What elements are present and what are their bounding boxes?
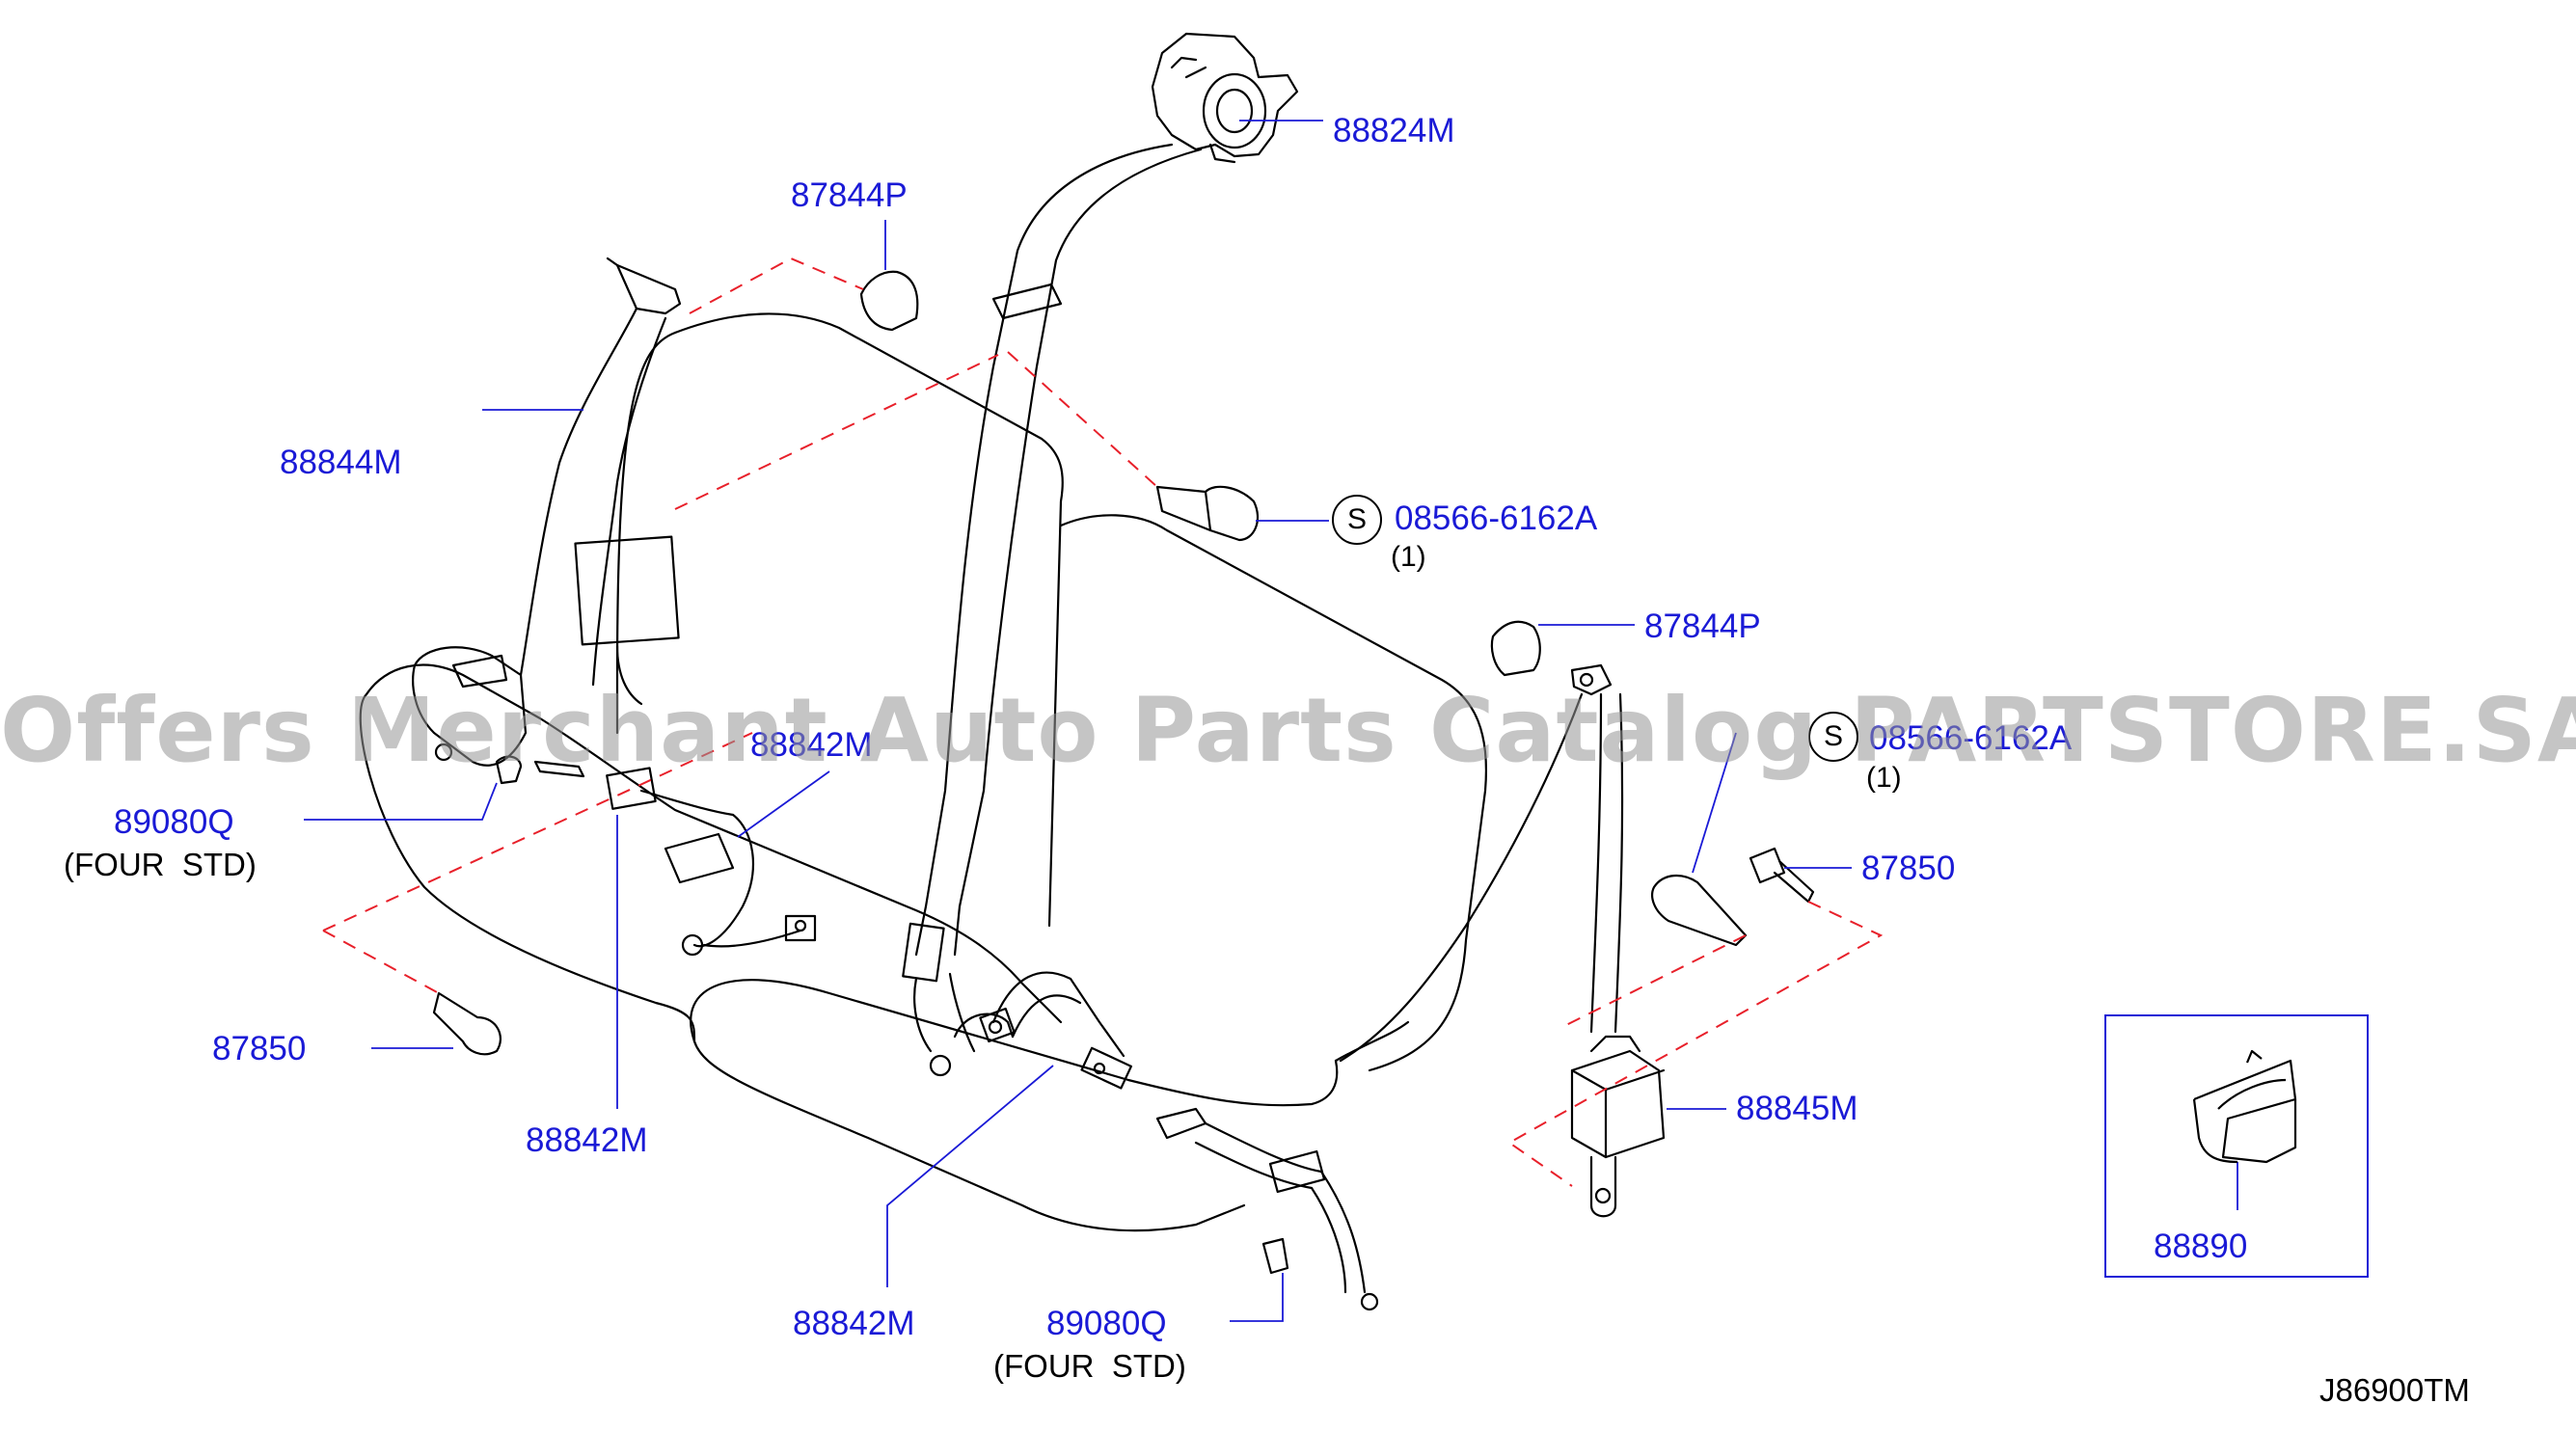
label-88890[interactable]: 88890	[2154, 1228, 2248, 1265]
leader-88842m-center	[737, 770, 830, 838]
rear-seat-drawing	[359, 312, 1487, 1232]
label-88824m[interactable]: 88824M	[1333, 112, 1455, 149]
small-parts	[432, 270, 1815, 1056]
label-87844p-top[interactable]: 87844P	[791, 176, 908, 214]
center-shoulder-belt	[902, 32, 1299, 1077]
label-87844p-right[interactable]: 87844P	[1644, 608, 1761, 645]
label-88842m-left[interactable]: 88842M	[526, 1121, 648, 1159]
label-88845m[interactable]: 88845M	[1736, 1090, 1858, 1127]
label-87850-right[interactable]: 87850	[1861, 850, 1956, 887]
label-89080q-left[interactable]: 89080Q	[114, 803, 234, 841]
label-88844m[interactable]: 88844M	[280, 444, 402, 481]
s-symbol-right: S	[1808, 712, 1858, 762]
label-87850-left[interactable]: 87850	[212, 1030, 307, 1067]
s-symbol-top: S	[1332, 495, 1382, 545]
label-89080q-bottom[interactable]: 89080Q	[1046, 1305, 1167, 1342]
qty-08566-right: (1)	[1866, 762, 1902, 794]
leader-88842m-bottom	[886, 1065, 1054, 1287]
diagram-code: J86900TM	[2319, 1372, 2470, 1408]
leader-08566-right	[1692, 732, 1737, 874]
note-four-std-bottom: (FOUR STD)	[993, 1348, 1186, 1384]
label-08566-6162a-top[interactable]: 08566-6162A	[1395, 500, 1598, 537]
note-four-std-left: (FOUR STD)	[64, 847, 257, 882]
left-buckle-assembly	[606, 767, 817, 957]
qty-08566-top: (1)	[1391, 541, 1426, 573]
label-88842m-bottom[interactable]: 88842M	[793, 1305, 915, 1342]
bottom-buckle-assembly	[991, 971, 1379, 1311]
leader-89080q-left	[304, 782, 498, 821]
label-08566-6162a-right[interactable]: 08566-6162A	[1869, 719, 2073, 757]
dashed-phantom-lines	[322, 256, 1884, 1187]
left-shoulder-belt	[412, 256, 682, 778]
label-88842m-center[interactable]: 88842M	[750, 726, 873, 764]
inset-box-88890	[2104, 1014, 2369, 1278]
leader-lines	[304, 120, 2238, 1322]
leader-89080q-bottom	[1230, 1273, 1284, 1322]
watermark: Offers Merchant Auto Parts Catalog PARTS…	[0, 679, 2576, 782]
right-belt-and-retractor	[1339, 663, 1666, 1218]
